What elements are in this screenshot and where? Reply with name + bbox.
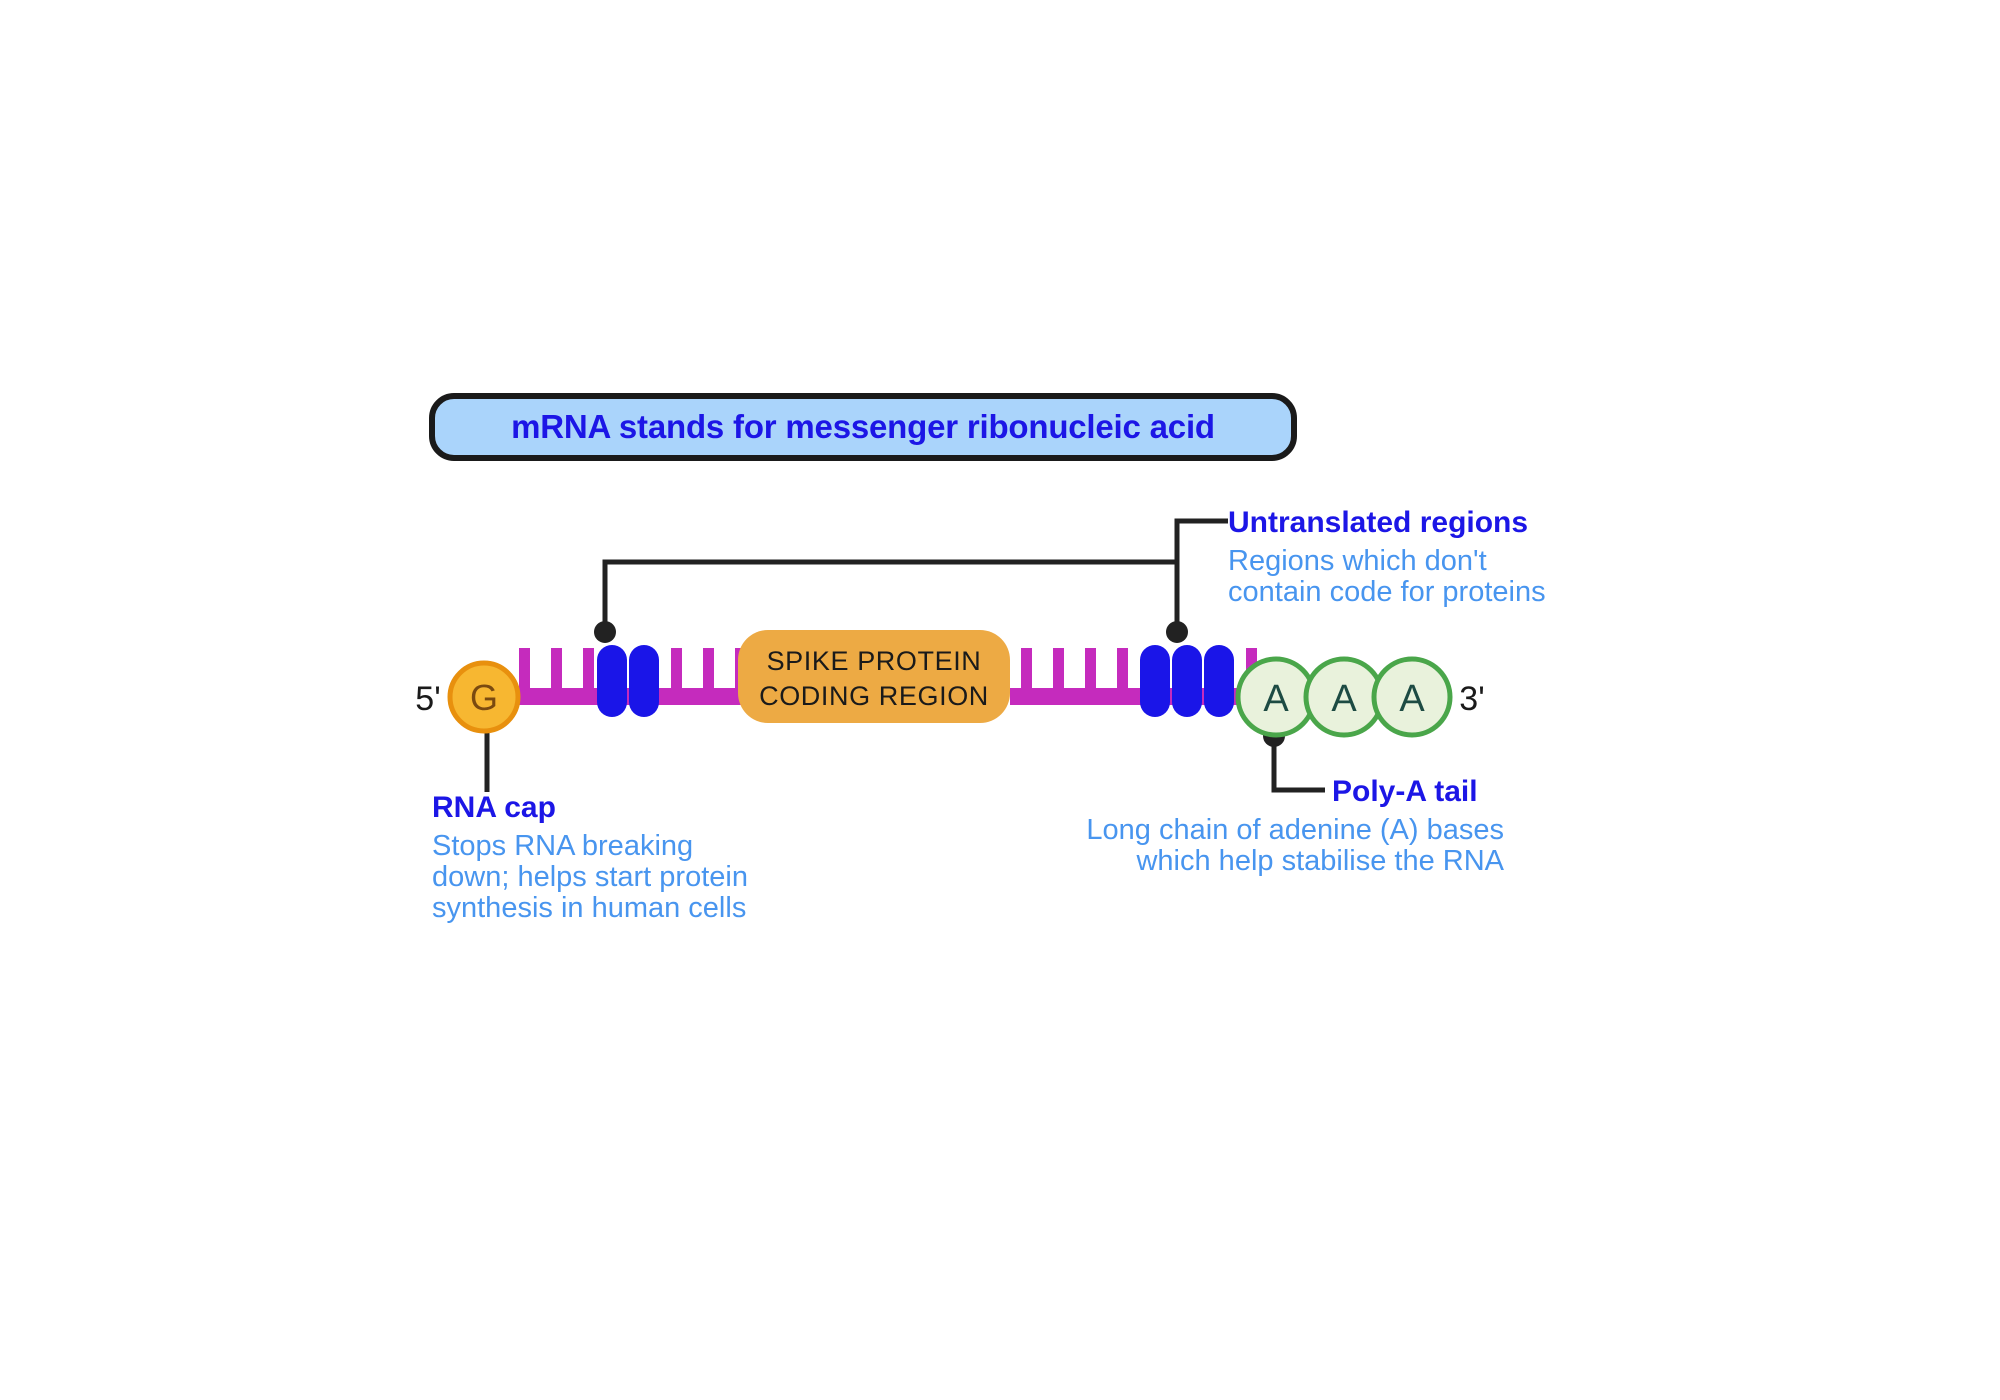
poly-a-tail-title: Poly-A tail (1332, 775, 1478, 808)
tooth (1085, 648, 1096, 693)
utr-left-bars (597, 645, 659, 717)
utr-right-bars (1140, 645, 1234, 717)
tooth (671, 648, 682, 693)
title-banner-label: mRNA stands for messenger ribonucleic ac… (511, 408, 1215, 445)
poly-a-letter: A (1263, 678, 1289, 720)
rna-cap-line2: down; helps start protein (432, 861, 748, 893)
untranslated-regions-line2: contain code for proteins (1228, 576, 1546, 608)
coding-region-box (738, 630, 1010, 723)
rna-cap-g: G (447, 660, 521, 734)
annotation-poly-a-tail: Poly-A tail Long chain of adenine (A) ba… (1086, 775, 1504, 877)
poly-a-circle (1371, 656, 1453, 738)
coding-region-line2: CODING REGION (759, 681, 989, 711)
utr-bar (1172, 645, 1202, 717)
poly-a-letter: A (1331, 678, 1357, 720)
untranslated-regions-title: Untranslated regions (1228, 506, 1528, 539)
mrna-strand: SPIKE PROTEIN CODING REGION G 5' A A A 3… (415, 630, 1485, 738)
tooth (551, 648, 562, 693)
title-banner: mRNA stands for messenger ribonucleic ac… (429, 393, 1297, 461)
utr-bar (1140, 645, 1170, 717)
end-label-5-prime: 5' (415, 680, 440, 718)
poly-a-leader (1271, 738, 1325, 793)
tooth (1117, 648, 1128, 693)
spike-protein-coding-region: SPIKE PROTEIN CODING REGION (738, 630, 1010, 723)
rna-cap-circle (447, 660, 521, 734)
poly-a-tail-circles: A A A (1235, 656, 1453, 738)
tooth (583, 648, 594, 693)
rna-cap-letter: G (470, 677, 498, 718)
end-label-3-prime: 3' (1459, 680, 1484, 718)
tooth (519, 648, 530, 693)
rna-cap-line3: synthesis in human cells (432, 892, 746, 924)
backbone-segment-left (500, 688, 755, 705)
untranslated-regions-line1: Regions which don't (1228, 545, 1487, 577)
poly-a-letter: A (1399, 678, 1425, 720)
annotation-rna-cap: RNA cap Stops RNA breaking down; helps s… (432, 791, 748, 924)
coding-region-line1: SPIKE PROTEIN (767, 646, 982, 676)
tooth (1053, 648, 1064, 693)
utr-bar (1204, 645, 1234, 717)
rna-cap-title: RNA cap (432, 791, 556, 824)
utr-left-leader (602, 559, 1177, 630)
utr-bar (629, 645, 659, 717)
title-banner-box (429, 393, 1297, 461)
rna-cap-line1: Stops RNA breaking (432, 830, 693, 862)
utr-bar (597, 645, 627, 717)
poly-a-tail-line2: which help stabilise the RNA (1135, 845, 1504, 877)
poly-a-tail-line1: Long chain of adenine (A) bases (1086, 814, 1504, 846)
utr-right-dot (1166, 621, 1188, 643)
backbone-teeth-right (1021, 648, 1160, 693)
utr-left-dot (594, 621, 616, 643)
tooth (1021, 648, 1032, 693)
annotation-untranslated-regions: Untranslated regions Regions which don't… (1228, 506, 1546, 608)
backbone-teeth-left (519, 648, 594, 693)
utr-right-leader (1174, 518, 1228, 630)
tooth (703, 648, 714, 693)
